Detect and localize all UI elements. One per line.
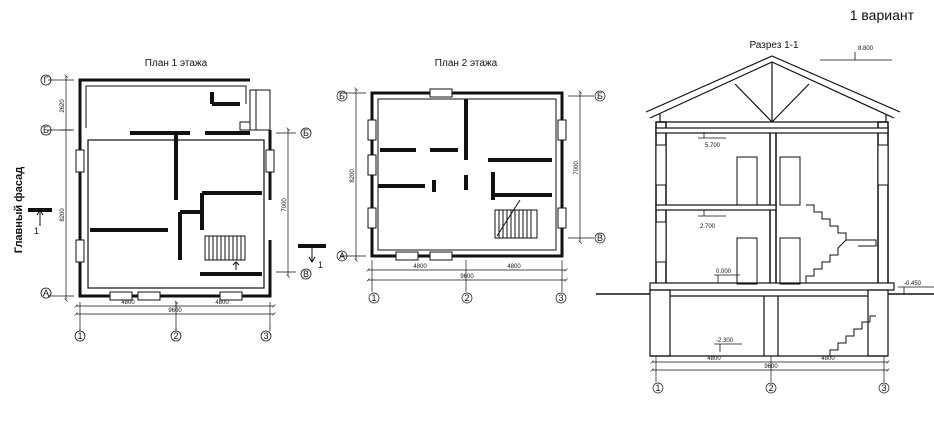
plan2-axis-b-right: Б <box>597 91 603 101</box>
plan1-dim-total: 9600 <box>168 308 182 314</box>
section-level-marks <box>698 132 934 352</box>
floor-plan-2: План 2 этажа <box>336 58 606 304</box>
section-title: Разрез 1-1 <box>749 40 799 51</box>
plan2-dim-total: 9600 <box>460 274 474 280</box>
plan2-axis-a: А <box>339 251 345 261</box>
level-5700: 5.700 <box>705 143 721 149</box>
variant-label: 1 вариант <box>850 7 915 23</box>
section-axis-1: 1 <box>655 383 660 393</box>
section-dim-2: 4800 <box>821 356 835 362</box>
section-mark-right-num: 1 <box>318 260 323 270</box>
section-stairs <box>805 204 877 357</box>
plan2-axis-3: 3 <box>558 293 563 303</box>
plan1-windows <box>75 121 275 301</box>
level-8800-mark <box>820 52 892 61</box>
section-mark-right <box>298 244 326 263</box>
floor-plan-1: План 1 этажа Главный фасад <box>13 58 326 342</box>
section-roof <box>645 55 901 123</box>
section-doors <box>736 156 801 285</box>
section-windows <box>655 144 889 263</box>
plan2-windows <box>367 88 567 261</box>
level-minus-0450: -0.450 <box>904 281 922 287</box>
plan1-axis-g: Г <box>44 75 49 85</box>
level-minus-2300: -2.300 <box>716 338 734 344</box>
plan1-porch <box>85 85 271 131</box>
section-1-1: Разрез 1-1 8.800 <box>596 40 934 394</box>
plan1-partitions <box>90 92 262 276</box>
plan1-stair <box>204 235 246 270</box>
plan1-dim-right: 7000 <box>282 198 288 212</box>
level-2700: 2.700 <box>700 224 716 230</box>
section-dim-total: 9600 <box>764 364 778 370</box>
level-8800: 8.800 <box>858 46 874 52</box>
section-axis-2: 2 <box>768 383 773 393</box>
section-walls <box>655 121 889 285</box>
plan2-title: План 2 этажа <box>435 58 498 69</box>
section-axis-3: 3 <box>881 383 886 393</box>
plan1-dim-top: 2620 <box>60 99 66 113</box>
section-slabs <box>649 127 895 291</box>
section-dim-1: 4800 <box>707 356 721 362</box>
plan1-axis-2: 2 <box>173 331 178 341</box>
plan1-axis-3: 3 <box>263 331 268 341</box>
section-dims <box>652 356 889 394</box>
plan1-dim-2: 4800 <box>215 300 229 306</box>
plan1-title: План 1 этажа <box>145 58 208 69</box>
plan1-axis-lines <box>40 74 312 342</box>
plan2-dim-left: 8200 <box>350 169 356 183</box>
plan1-dim-1: 4800 <box>121 300 135 306</box>
plan1-axis-b: Б <box>43 125 49 135</box>
plan1-dim-side: 8200 <box>60 208 66 222</box>
plan2-axis-v: В <box>597 233 603 243</box>
plan1-axis-v: В <box>303 269 309 279</box>
plan2-stair <box>494 199 538 239</box>
plan2-dim-right: 7000 <box>574 161 580 175</box>
plan1-dims <box>48 76 296 326</box>
plan1-axis-1: 1 <box>77 331 82 341</box>
plan2-dims <box>336 89 606 304</box>
section-mark-left-num: 1 <box>34 226 39 236</box>
plan1-axis-b-right: Б <box>303 128 309 138</box>
plan2-partitions <box>378 99 552 200</box>
section-foundation <box>596 289 934 357</box>
section-mark-left <box>28 208 52 226</box>
plan2-axis-1: 1 <box>371 293 376 303</box>
plan2-dim-1: 4800 <box>413 264 427 270</box>
level-0000: 0.000 <box>716 269 732 275</box>
plan2-axis-b-left: Б <box>339 91 345 101</box>
plan2-dim-2: 4800 <box>507 264 521 270</box>
plan2-axis-2: 2 <box>464 293 469 303</box>
plan1-axis-a: А <box>43 288 49 298</box>
facade-label: Главный фасад <box>13 167 25 254</box>
